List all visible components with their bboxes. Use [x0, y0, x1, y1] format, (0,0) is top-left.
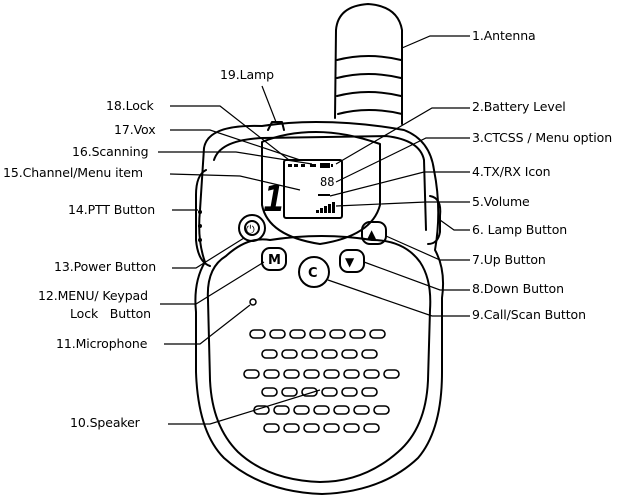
- speaker-slot: [261, 349, 278, 359]
- label-power-button: 13.Power Button: [54, 259, 157, 274]
- speaker-slot: [301, 387, 318, 397]
- label-up-button: 7.Up Button: [472, 252, 546, 267]
- speaker-slot: [303, 423, 320, 433]
- speaker-slot: [283, 423, 300, 433]
- power-button: [238, 214, 266, 242]
- speaker-slot: [323, 423, 340, 433]
- lamp-button: [427, 195, 442, 245]
- label-lock: 18.Lock: [106, 98, 154, 113]
- speaker-slot: [293, 405, 310, 415]
- microphone-hole: [249, 298, 257, 306]
- speaker-slot: [303, 369, 320, 379]
- speaker-slot: [363, 369, 380, 379]
- label-scanning: 16.Scanning: [72, 144, 149, 159]
- label-lamp-button: 6. Lamp Button: [472, 222, 568, 237]
- down-button-glyph: ▼: [345, 255, 355, 269]
- lcd-contents: [288, 163, 335, 213]
- speaker-slot: [349, 329, 366, 339]
- power-button-glyph: ⏻: [246, 223, 255, 236]
- speaker-slot: [269, 329, 286, 339]
- label-lamp: 19.Lamp: [220, 67, 274, 82]
- speaker-slot: [243, 369, 260, 379]
- speaker-slot: [289, 329, 306, 339]
- speaker-slot: [281, 349, 298, 359]
- speaker-slot: [329, 329, 346, 339]
- speaker-slot: [323, 369, 340, 379]
- speaker-slot: [309, 329, 326, 339]
- ptt-button: [195, 169, 211, 267]
- speaker-slot: [373, 405, 390, 415]
- label-speaker: 10.Speaker: [70, 415, 140, 430]
- label-menu-keypad-line2: Lock Button: [70, 306, 151, 321]
- speaker-slot: [283, 369, 300, 379]
- label-menu-keypad-line1: 12.MENU/ Keypad: [38, 288, 148, 303]
- label-vox: 17.Vox: [114, 122, 156, 137]
- speaker-slot: [313, 405, 330, 415]
- label-channel-menu-item: 15.Channel/Menu item: [3, 165, 143, 180]
- speaker-slot: [301, 349, 318, 359]
- label-ctcss: 3.CTCSS / Menu option: [472, 130, 613, 145]
- speaker-slot: [341, 349, 358, 359]
- speaker-slot: [353, 405, 370, 415]
- speaker-slot: [321, 349, 338, 359]
- menu-button: [261, 247, 287, 271]
- speaker-slot: [273, 405, 290, 415]
- call-scan-button: [298, 256, 330, 288]
- speaker-slot: [249, 329, 266, 339]
- speaker-slot: [383, 369, 400, 379]
- label-battery-level: 2.Battery Level: [472, 99, 566, 114]
- up-button-glyph: ▲: [367, 227, 377, 241]
- speaker-slot: [363, 423, 380, 433]
- speaker-grille: [243, 329, 400, 433]
- label-call-scan-button: 9.Call/Scan Button: [472, 307, 586, 322]
- call-button-glyph: C: [308, 266, 318, 281]
- speaker-slot: [343, 369, 360, 379]
- label-down-button: 8.Down Button: [472, 281, 564, 296]
- antenna: [334, 3, 403, 125]
- label-ptt-button: 14.PTT Button: [68, 202, 156, 217]
- speaker-slot: [281, 387, 298, 397]
- speaker-slot: [361, 349, 378, 359]
- lcd-screen: [283, 159, 343, 219]
- speaker-slot: [263, 423, 280, 433]
- speaker-slot: [369, 329, 386, 339]
- speaker-slot: [321, 387, 338, 397]
- speaker-slot: [333, 405, 350, 415]
- lcd-ctcss-digits: 88: [320, 175, 334, 189]
- speaker-slot: [343, 423, 360, 433]
- label-microphone: 11.Microphone: [56, 336, 148, 351]
- lamp: [267, 121, 285, 131]
- menu-button-glyph: M: [268, 253, 281, 268]
- down-button: [339, 249, 365, 273]
- label-volume: 5.Volume: [472, 194, 530, 209]
- speaker-slot: [361, 387, 378, 397]
- display-bezel: [261, 131, 381, 245]
- up-button: [361, 221, 387, 245]
- speaker-slot: [261, 387, 278, 397]
- speaker-slot: [341, 387, 358, 397]
- label-antenna: 1.Antenna: [472, 28, 536, 43]
- speaker-slot: [263, 369, 280, 379]
- label-txrx-icon: 4.TX/RX Icon: [472, 164, 551, 179]
